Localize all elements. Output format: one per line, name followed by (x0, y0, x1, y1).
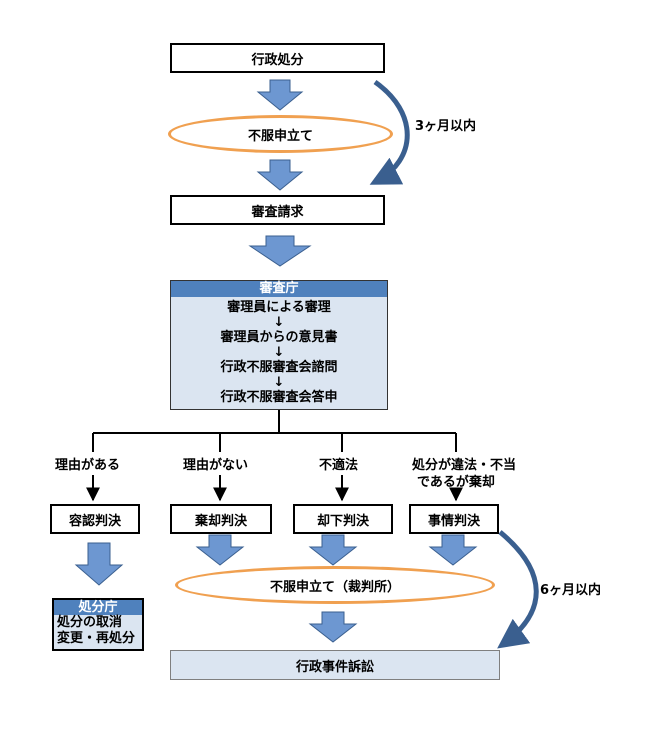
gyosei-jiken-sosho-label: 行政事件訴訟 (295, 659, 374, 675)
step-arrow-2: ↓ (273, 345, 285, 360)
block-arrow-2 (256, 159, 304, 191)
kiki-hanketsu-box: 棄却判決 (170, 504, 272, 534)
shobuncho-header: 処分庁 (54, 600, 142, 615)
step-arrow-3: ↓ (273, 375, 285, 390)
shinsacho-panel: 審査庁 審理員による審理 ↓ 審理員からの意見書 ↓ 行政不服審査会諮問 ↓ 行… (170, 280, 388, 410)
three-months-label: 3ヶ月以内 (415, 119, 477, 134)
gyosei-shobun-label: 行政処分 (251, 52, 304, 68)
shobuncho-lines: 処分の取消 変更・再処分 (54, 615, 142, 647)
six-months-label: 6ヶ月以内 (540, 583, 602, 598)
step-toshin: 行政不服審査会答申 (220, 390, 338, 405)
branch-label-ihou-futo: 処分が違法・不当 であるが棄却 (412, 457, 516, 491)
fufuku-moshitate-label: 不服申立て (247, 128, 313, 144)
kiki-hanketsu-label: 棄却判決 (194, 513, 247, 529)
shobuncho-line-2: 変更・再処分 (57, 631, 136, 646)
yonin-hanketsu-label: 容認判決 (68, 513, 121, 529)
branch-label-riyu-aru: 理由がある (55, 458, 121, 473)
fufuku-saibansho-label: 不服申立て（裁判所） (269, 579, 400, 595)
shobuncho-panel: 処分庁 処分の取消 変更・再処分 (52, 598, 144, 651)
kyakka-hanketsu-label: 却下判決 (316, 513, 369, 529)
gyosei-jiken-sosho-box: 行政事件訴訟 (170, 650, 500, 680)
shinsa-seikyu-box: 審査請求 (170, 195, 385, 225)
block-arrow-8 (308, 611, 358, 643)
gyosei-shobun-box: 行政処分 (170, 43, 385, 73)
kyakka-hanketsu-box: 却下判決 (293, 504, 393, 534)
shinsacho-steps: 審理員による審理 ↓ 審理員からの意見書 ↓ 行政不服審査会諮問 ↓ 行政不服審… (171, 297, 387, 405)
ihou-futo-line-2: であるが棄却 (417, 475, 495, 490)
curve-6months (497, 530, 539, 649)
block-arrow-4 (74, 542, 124, 586)
ihou-futo-line-1: 処分が違法・不当 (412, 458, 517, 473)
step-ikensho: 審理員からの意見書 (220, 330, 338, 345)
step-shinri: 審理員による審理 (227, 300, 331, 315)
shinsa-seikyu-label: 審査請求 (251, 204, 304, 220)
jijo-hanketsu-label: 事情判決 (427, 513, 480, 529)
fufuku-moshitate-ellipse: 不服申立て (168, 115, 393, 153)
block-arrow-7 (428, 534, 478, 566)
branch-label-riyu-nai: 理由がない (183, 458, 249, 473)
curve-3months (369, 79, 410, 185)
block-arrow-6 (308, 534, 358, 566)
step-arrow-1: ↓ (273, 315, 285, 330)
block-arrow-5 (195, 534, 245, 566)
step-shimon: 行政不服審査会諮問 (220, 360, 338, 375)
block-arrow-3 (248, 235, 312, 267)
shobuncho-line-1: 処分の取消 (57, 615, 123, 630)
block-arrow-1 (256, 79, 304, 111)
shinsacho-header: 審査庁 (171, 281, 387, 297)
yonin-hanketsu-box: 容認判決 (50, 504, 140, 534)
jijo-hanketsu-box: 事情判決 (409, 504, 499, 534)
fufuku-saibansho-ellipse: 不服申立て（裁判所） (175, 566, 495, 604)
branch-label-futekiho: 不適法 (319, 458, 359, 473)
